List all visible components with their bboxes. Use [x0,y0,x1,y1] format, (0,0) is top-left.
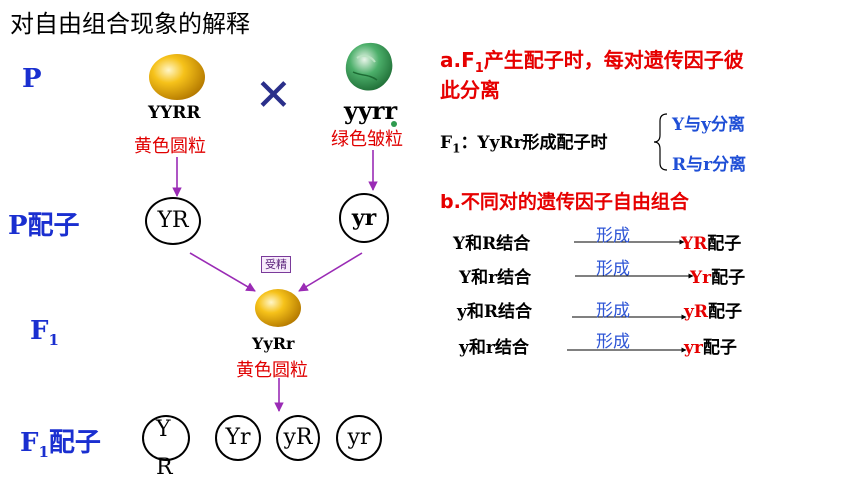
combo-2-left: Y和r结合 [459,268,532,288]
row-label-p: P [22,64,42,94]
combo-4-suffix: 配子 [702,338,737,358]
combo-1-result: YR配子 [681,229,741,254]
brace-item-2: R与r分离 [672,155,747,175]
row-label-f1-gamete: F1配子 [20,422,101,461]
p-gamete-yr: yr [339,193,389,243]
row-label-f1-gamete-main: F [20,428,39,458]
f1-gamete-yr: yr [336,415,382,461]
f1-yellow-round-pea-icon [255,289,301,327]
combo-4-result: yr配子 [684,333,737,358]
combo-3-gamete: yR [684,302,709,322]
combo-2-suffix: 配子 [711,268,746,288]
f1-gamete-formation-prefix: F [440,133,453,153]
parent-left-phenotype: 黄色圆粒 [134,136,206,157]
combo-4-left: y和r结合 [459,338,529,358]
f1-phenotype: 黄色圆粒 [236,360,308,381]
p-gamete-YR: YR [145,197,201,245]
combo-1-formed: 形成 [596,226,630,246]
row-label-p-gamete: P配子 [8,211,80,241]
arrow-right-gamete [298,252,363,292]
combo-3-result: yR配子 [684,297,742,322]
combo-1-suffix: 配子 [707,234,742,254]
page-title: 对自由组合现象的解释 [10,10,250,38]
parent-right-phenotype: 绿色皱粒 [331,129,403,150]
parent-left-genotype: YYRR [148,103,201,123]
point-a-line-2: 此分离 [440,78,500,102]
combo-1-left: Y和R结合 [453,234,531,254]
combo-3-left: y和R结合 [457,302,533,322]
point-b: b.不同对的遗传因子自由组合 [440,191,689,213]
point-a-line-1: a.F1产生配子时，每对遗传因子彼 [440,44,744,76]
row-label-f1-main: F [30,316,49,346]
f1-genotype: YyRr [252,334,295,353]
yellow-round-pea-icon [149,54,205,100]
combo-3-suffix: 配子 [708,302,743,322]
brace-item-1: Y与y分离 [672,115,746,135]
f1-gamete-yR: yR [276,415,320,461]
combo-4-formed: 形成 [596,332,630,352]
combo-2-gamete: Yr [690,268,712,288]
row-label-f1-gamete-rest: 配子 [48,428,101,458]
point-a-prefix: a.F [440,48,475,72]
fertilization-label: 受精 [261,256,291,273]
combo-2-result: Yr配子 [690,263,745,288]
f1-gamete-YR [142,415,190,461]
f1-gamete-formation: F1：YyRr形成配子时 [440,128,608,155]
row-label-f1-sub: 1 [48,331,59,350]
point-a-sub: 1 [474,61,484,76]
combo-3-formed: 形成 [596,301,630,321]
cross-symbol: ✕ [255,70,292,121]
arrow-left-gamete [189,252,256,292]
f1-gamete-YR-bottom: R [156,455,173,480]
parent-right-genotype: yyrr [344,96,398,125]
combo-2-formed: 形成 [596,259,630,279]
combo-1-gamete: YR [681,234,708,254]
f1-gamete-YR-top: Y [156,417,171,442]
f1-gamete-Yr: Yr [215,415,261,461]
row-label-f1-gamete-sub: 1 [38,443,49,462]
f1-gamete-formation-text: ：YyRr形成配子时 [460,133,608,153]
green-wrinkled-pea-icon [345,42,393,91]
point-a-text: 产生配子时，每对遗传因子彼 [483,48,744,72]
row-label-f1: F1 [30,316,59,349]
green-dot-icon [391,121,397,127]
brace-icon [653,113,668,171]
combo-4-gamete: yr [684,338,703,358]
f1-gamete-formation-sub: 1 [452,141,461,156]
